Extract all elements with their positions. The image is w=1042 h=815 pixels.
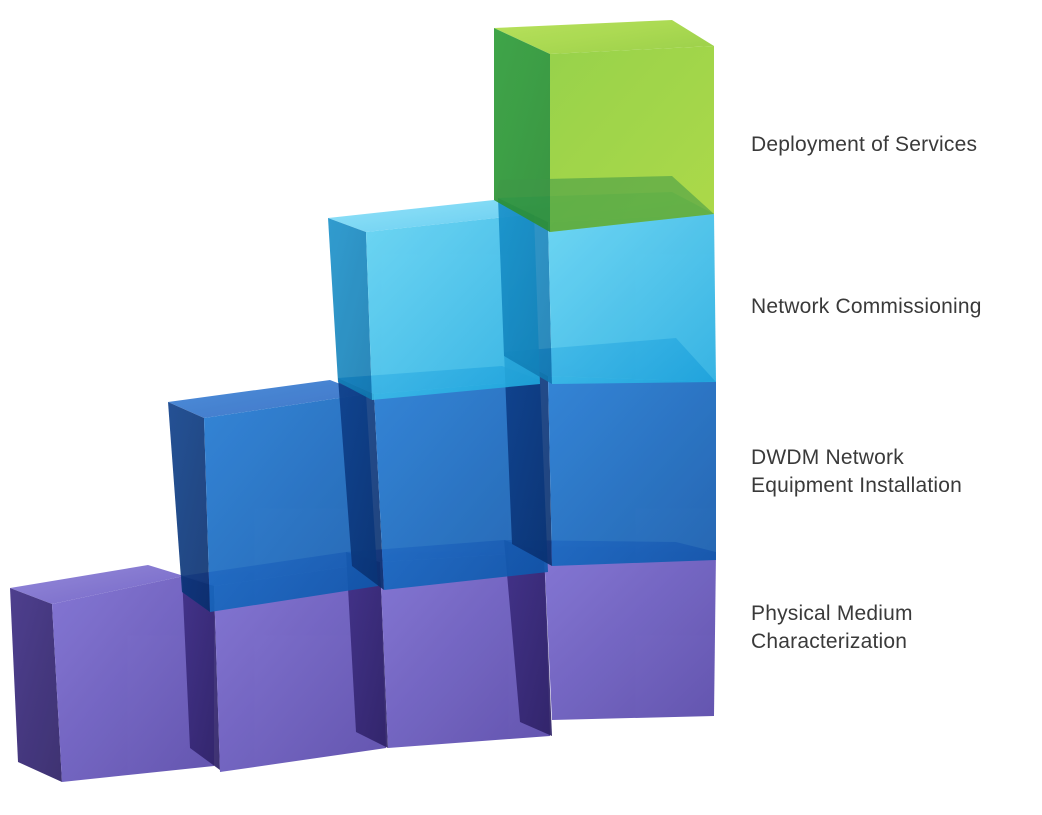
- tier-cubes-installation: [168, 338, 716, 612]
- tier-label-line: Physical Medium: [751, 602, 913, 625]
- cube: [328, 200, 540, 400]
- tier-label-services: Deployment of Services: [751, 131, 977, 159]
- cube: [168, 380, 378, 612]
- tier-label-line: Equipment Installation: [751, 474, 963, 497]
- tier-cubes-commissioning: [328, 192, 716, 400]
- tier-label-characterization: Physical Medium Characterization: [751, 600, 913, 656]
- tier-label-commissioning: Network Commissioning: [751, 293, 982, 321]
- tier-label-line: DWDM Network: [751, 446, 904, 469]
- tier-cubes-services: [494, 20, 714, 232]
- tier-label-line: Deployment of Services: [751, 133, 978, 156]
- cube: [494, 20, 714, 232]
- tier-label-installation: DWDM Network Equipment Installation: [751, 444, 962, 500]
- tier-label-line: Characterization: [751, 630, 908, 653]
- tier-label-line: Network Commissioning: [751, 295, 982, 318]
- cube: [10, 565, 214, 782]
